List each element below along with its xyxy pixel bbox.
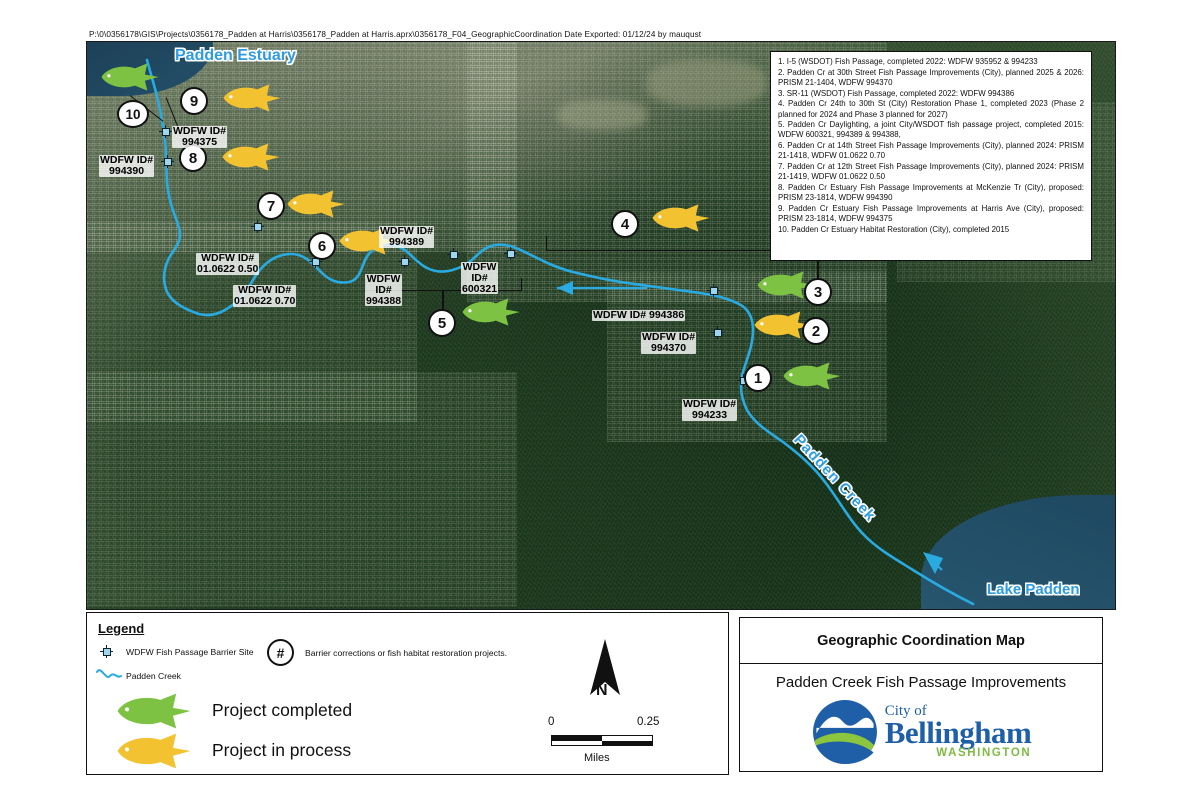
barrier-site-01-0622-0-50[interactable] [251, 220, 264, 233]
legend-inprocess-label: Project in process [212, 740, 352, 760]
title-block-panel: Geographic Coordination Map Padden Creek… [739, 617, 1103, 772]
scale-bar [551, 735, 653, 746]
label-wdfw-994370: WDFW ID# 994370 [641, 331, 697, 354]
city-of-bellingham-logo: City of Bellingham WASHINGTON [740, 698, 1102, 766]
marker-7[interactable]: 7 [257, 192, 285, 220]
legend-fish-completed-icon [114, 692, 194, 730]
label-wdfw-01-0622-0-50: WDFW ID# 01.0622 0.50 [196, 252, 260, 275]
label-padden-estuary: Padden Estuary [175, 47, 296, 64]
marker-4[interactable]: 4 [611, 210, 639, 238]
scalebar-max-label: 0.25 [637, 716, 660, 728]
note-item: 9. Padden Cr Estuary Fish Passage Improv… [778, 203, 1084, 224]
map-canvas[interactable]: 10 9 8 7 6 5 4 3 2 1 Padden Estuary Lake… [86, 41, 1116, 610]
note-item: 7. Padden Cr at 12th Street Fish Passage… [778, 162, 1084, 182]
leader-line-3 [817, 250, 819, 286]
label-wdfw-994388: WDFW ID# 994388 [365, 273, 403, 307]
project-notes-box: 1. I-5 (WSDOT) Fish Passage, completed 2… [770, 51, 1092, 261]
label-wdfw-01-0622-0-70: WDFW ID# 01.0622 0.70 [233, 284, 297, 307]
logo-bellingham: Bellingham [884, 715, 1032, 751]
label-wdfw-994390: WDFW ID# 994390 [99, 154, 155, 177]
legend-creek-icon [96, 669, 122, 678]
label-wdfw-994375: WDFW ID# 994375 [172, 125, 228, 148]
note-item: 6. Padden Cr at 14th Street Fish Passage… [778, 141, 1084, 161]
marker-10[interactable]: 10 [117, 100, 149, 128]
note-item: 2. Padden Cr at 30th Street Fish Passage… [778, 67, 1084, 87]
legend-hash-icon: # [267, 639, 294, 666]
marker-3[interactable]: 3 [804, 278, 832, 306]
fish-completed-3 [755, 270, 817, 300]
barrier-site-994388[interactable] [398, 255, 411, 268]
legend-fish-inprocess-icon [114, 732, 194, 770]
barrier-site-994389[interactable] [447, 248, 460, 261]
label-lake-padden: Lake Padden [987, 581, 1080, 598]
legend-title: Legend [98, 621, 145, 636]
barrier-site-994370[interactable] [711, 326, 724, 339]
note-item: 8. Padden Cr Estuary Fish Passage Improv… [778, 183, 1084, 203]
fish-inprocess-9 [221, 83, 283, 113]
fish-inprocess-4 [650, 203, 712, 233]
barrier-site-994390[interactable] [161, 155, 174, 168]
fish-inprocess-8 [220, 142, 282, 172]
fish-completed-1 [781, 361, 843, 391]
marker-6[interactable]: 6 [308, 232, 336, 260]
logo-city-of: City of [884, 703, 927, 720]
fish-inprocess-7 [285, 189, 347, 219]
note-item: 4. Padden Cr 24th to 30th St (City) Rest… [778, 99, 1084, 119]
barrier-site-994386[interactable] [707, 284, 720, 297]
label-wdfw-994386: WDFW ID# 994386 [592, 309, 686, 321]
marker-8[interactable]: 8 [179, 144, 207, 172]
scalebar-min-label: 0 [548, 716, 555, 728]
marker-1[interactable]: 1 [744, 364, 772, 392]
map-title: Geographic Coordination Map [740, 618, 1102, 664]
note-item: 3. SR-11 (WSDOT) Fish Passage, completed… [778, 88, 1015, 98]
fish-completed-5 [460, 297, 522, 327]
leader-line-5 [442, 290, 444, 312]
legend-barrier-icon [100, 645, 113, 658]
legend-completed-label: Project completed [212, 700, 353, 720]
bellingham-logo-mark [812, 700, 877, 764]
legend-creek-label: Padden Creek [126, 671, 181, 681]
note-item: 5. Padden Cr Daylighting, a joint City/W… [778, 120, 1084, 140]
map-subtitle: Padden Creek Fish Passage Improvements [775, 673, 1067, 691]
north-letter: N [596, 682, 608, 699]
bellingham-logo-text: City of Bellingham WASHINGTON [885, 704, 1032, 759]
legend-hash-label: Barrier corrections or fish habitat rest… [305, 648, 508, 658]
scalebar-units-label: Miles [584, 752, 610, 764]
north-arrow-icon [590, 639, 620, 695]
label-wdfw-994389: WDFW ID# 994389 [379, 225, 435, 248]
note-item: 10. Padden Cr Estuary Habitat Restoratio… [778, 224, 1010, 234]
marker-2[interactable]: 2 [802, 317, 830, 345]
barrier-site-600321[interactable] [504, 247, 517, 260]
barrier-site-994375[interactable] [159, 125, 172, 138]
logo-washington: WASHINGTON [936, 747, 1032, 759]
legend-panel: Legend WDFW Fish Passage Barrier Site Pa… [86, 612, 729, 775]
export-path-header: P:\0\0356178\GIS\Projects\0356178_Padden… [89, 30, 702, 39]
label-wdfw-600321: WDFW ID# 600321 [461, 261, 499, 295]
marker-5[interactable]: 5 [428, 309, 456, 337]
label-wdfw-994233: WDFW ID# 994233 [682, 398, 738, 421]
fish-inprocess-2 [752, 310, 814, 340]
marker-9[interactable]: 9 [180, 87, 208, 115]
legend-barrier-label: WDFW Fish Passage Barrier Site [126, 647, 254, 657]
fish-completed-10 [99, 62, 161, 92]
note-item: 1. I-5 (WSDOT) Fish Passage, completed 2… [778, 57, 1038, 66]
